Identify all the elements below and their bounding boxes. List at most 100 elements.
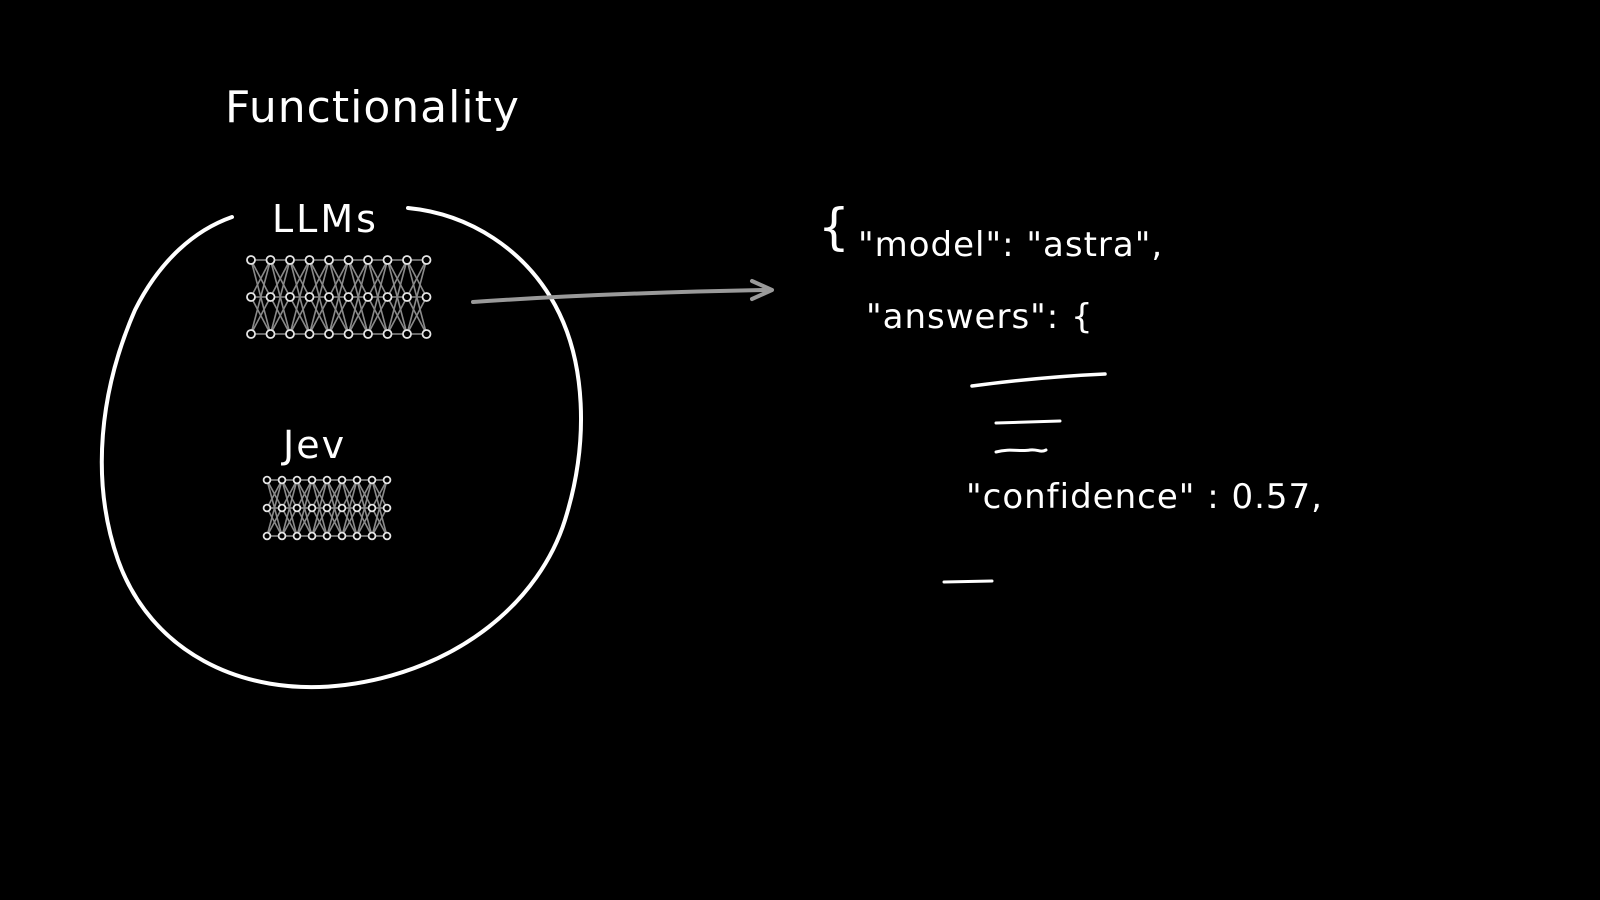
network-node bbox=[324, 255, 334, 265]
network-node bbox=[402, 255, 412, 265]
network-node bbox=[343, 292, 354, 302]
network-node bbox=[352, 503, 362, 513]
network-node bbox=[324, 329, 334, 339]
network-node bbox=[292, 475, 302, 485]
network-node bbox=[277, 531, 287, 541]
network-node bbox=[337, 475, 347, 485]
network-edge bbox=[367, 259, 389, 335]
network-edge bbox=[281, 479, 298, 537]
network-node bbox=[292, 503, 302, 513]
network-edge bbox=[269, 259, 291, 298]
network-node bbox=[382, 531, 392, 541]
network-node bbox=[307, 475, 317, 485]
network-edge bbox=[406, 296, 428, 335]
network-edge bbox=[296, 479, 313, 537]
network-node bbox=[337, 531, 347, 541]
network-node bbox=[322, 503, 332, 513]
network-edge bbox=[308, 259, 330, 335]
network-node bbox=[246, 329, 256, 339]
group-label-jev: Jev bbox=[281, 423, 346, 467]
jev-neural-network-icon bbox=[262, 475, 392, 541]
group-label-llms: LLMs bbox=[272, 197, 379, 241]
network-edge bbox=[371, 507, 388, 537]
network-node bbox=[307, 503, 317, 513]
network-edge bbox=[308, 259, 330, 298]
network-node bbox=[382, 329, 393, 339]
network-node bbox=[262, 475, 272, 485]
placeholder-line-2 bbox=[994, 419, 1062, 425]
network-node bbox=[382, 475, 392, 485]
network-edge bbox=[281, 507, 298, 537]
network-edge bbox=[326, 507, 343, 537]
network-edge bbox=[356, 479, 373, 537]
network-node bbox=[262, 503, 272, 513]
network-node bbox=[246, 255, 256, 265]
network-edge bbox=[367, 296, 389, 335]
network-edge bbox=[250, 296, 272, 335]
network-node bbox=[421, 255, 432, 265]
network-node bbox=[367, 531, 377, 541]
network-edge bbox=[311, 479, 328, 537]
network-node bbox=[262, 531, 272, 541]
network-edge bbox=[341, 507, 358, 537]
functionality-circle bbox=[99, 206, 584, 690]
network-node bbox=[367, 475, 377, 485]
network-node bbox=[382, 503, 392, 513]
network-edge bbox=[266, 479, 283, 537]
network-node bbox=[292, 531, 302, 541]
network-edge bbox=[328, 296, 350, 335]
network-node bbox=[304, 292, 315, 302]
network-node bbox=[265, 292, 276, 302]
network-edge bbox=[341, 479, 358, 537]
network-edge bbox=[289, 296, 311, 335]
network-edge bbox=[371, 479, 388, 537]
network-edge bbox=[269, 296, 291, 335]
network-edge bbox=[347, 259, 369, 298]
network-node bbox=[382, 292, 393, 302]
page-title: Functionality bbox=[225, 82, 520, 133]
network-node bbox=[343, 329, 354, 339]
placeholder-line-4 bbox=[942, 579, 994, 584]
network-edge bbox=[386, 296, 408, 335]
network-edge bbox=[311, 479, 328, 509]
network-edge bbox=[326, 479, 343, 509]
network-node bbox=[322, 531, 332, 541]
network-node bbox=[304, 255, 315, 265]
network-node bbox=[402, 292, 412, 302]
network-edge bbox=[266, 507, 283, 537]
network-node bbox=[343, 255, 354, 265]
placeholder-line-3 bbox=[994, 448, 1048, 454]
network-node bbox=[246, 292, 256, 302]
network-edge bbox=[347, 259, 369, 335]
network-node bbox=[363, 255, 373, 265]
network-edge bbox=[289, 259, 311, 298]
network-node bbox=[265, 329, 276, 339]
llms-neural-network-icon bbox=[246, 255, 432, 339]
network-edge bbox=[341, 479, 358, 509]
network-node bbox=[382, 255, 393, 265]
network-node bbox=[352, 531, 362, 541]
network-node bbox=[363, 329, 373, 339]
network-node bbox=[352, 475, 362, 485]
network-node bbox=[402, 329, 412, 339]
network-node bbox=[304, 329, 315, 339]
network-edge bbox=[386, 259, 408, 335]
network-node bbox=[367, 503, 377, 513]
network-edge bbox=[250, 259, 272, 335]
placeholder-line-1 bbox=[970, 372, 1107, 388]
network-edge bbox=[328, 259, 350, 298]
network-node bbox=[285, 292, 295, 302]
network-node bbox=[421, 292, 432, 302]
network-edge bbox=[347, 296, 369, 335]
network-edge bbox=[266, 479, 283, 509]
network-edge bbox=[406, 259, 428, 335]
network-node bbox=[337, 503, 347, 513]
network-edge bbox=[371, 479, 388, 509]
network-node bbox=[285, 255, 295, 265]
network-node bbox=[277, 503, 287, 513]
json-line-model: "model": "astra", bbox=[858, 225, 1163, 265]
network-edge bbox=[250, 259, 272, 298]
network-edge bbox=[269, 259, 291, 335]
network-node bbox=[285, 329, 295, 339]
